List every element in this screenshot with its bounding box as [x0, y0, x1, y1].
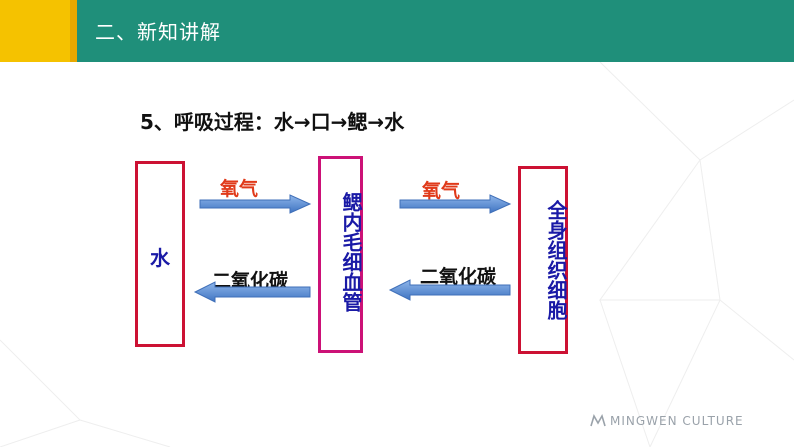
- section-subtitle: 5、呼吸过程：水→口→鳃→水: [140, 110, 405, 134]
- gill-capillary-label: 鳃内毛细血管: [339, 192, 363, 312]
- co2-arrow-left-2: [388, 279, 511, 301]
- watermark-text: MINGWEN CULTURE: [610, 414, 744, 428]
- header-accent: [0, 0, 70, 62]
- page-title: 二、新知讲解: [95, 20, 221, 44]
- oxygen-label-1: 氧气: [220, 178, 259, 200]
- co2-label-2: 二氧化碳: [420, 266, 497, 288]
- body-tissue-label: 全身组织细胞: [544, 200, 568, 320]
- co2-arrow-left-1: [193, 281, 311, 303]
- water-box: [135, 161, 185, 347]
- header-bar: 二、新知讲解: [0, 0, 794, 62]
- water-label: 水: [150, 246, 170, 270]
- gill-capillary-box: [318, 156, 363, 353]
- oxygen-arrow-right-1: [199, 194, 312, 214]
- mingwen-logo-icon: [590, 414, 606, 427]
- oxygen-label-2: 氧气: [422, 180, 461, 202]
- oxygen-arrow-right-2: [399, 194, 512, 214]
- body-tissue-box: [518, 166, 568, 354]
- header-accent-stripe: [70, 0, 77, 62]
